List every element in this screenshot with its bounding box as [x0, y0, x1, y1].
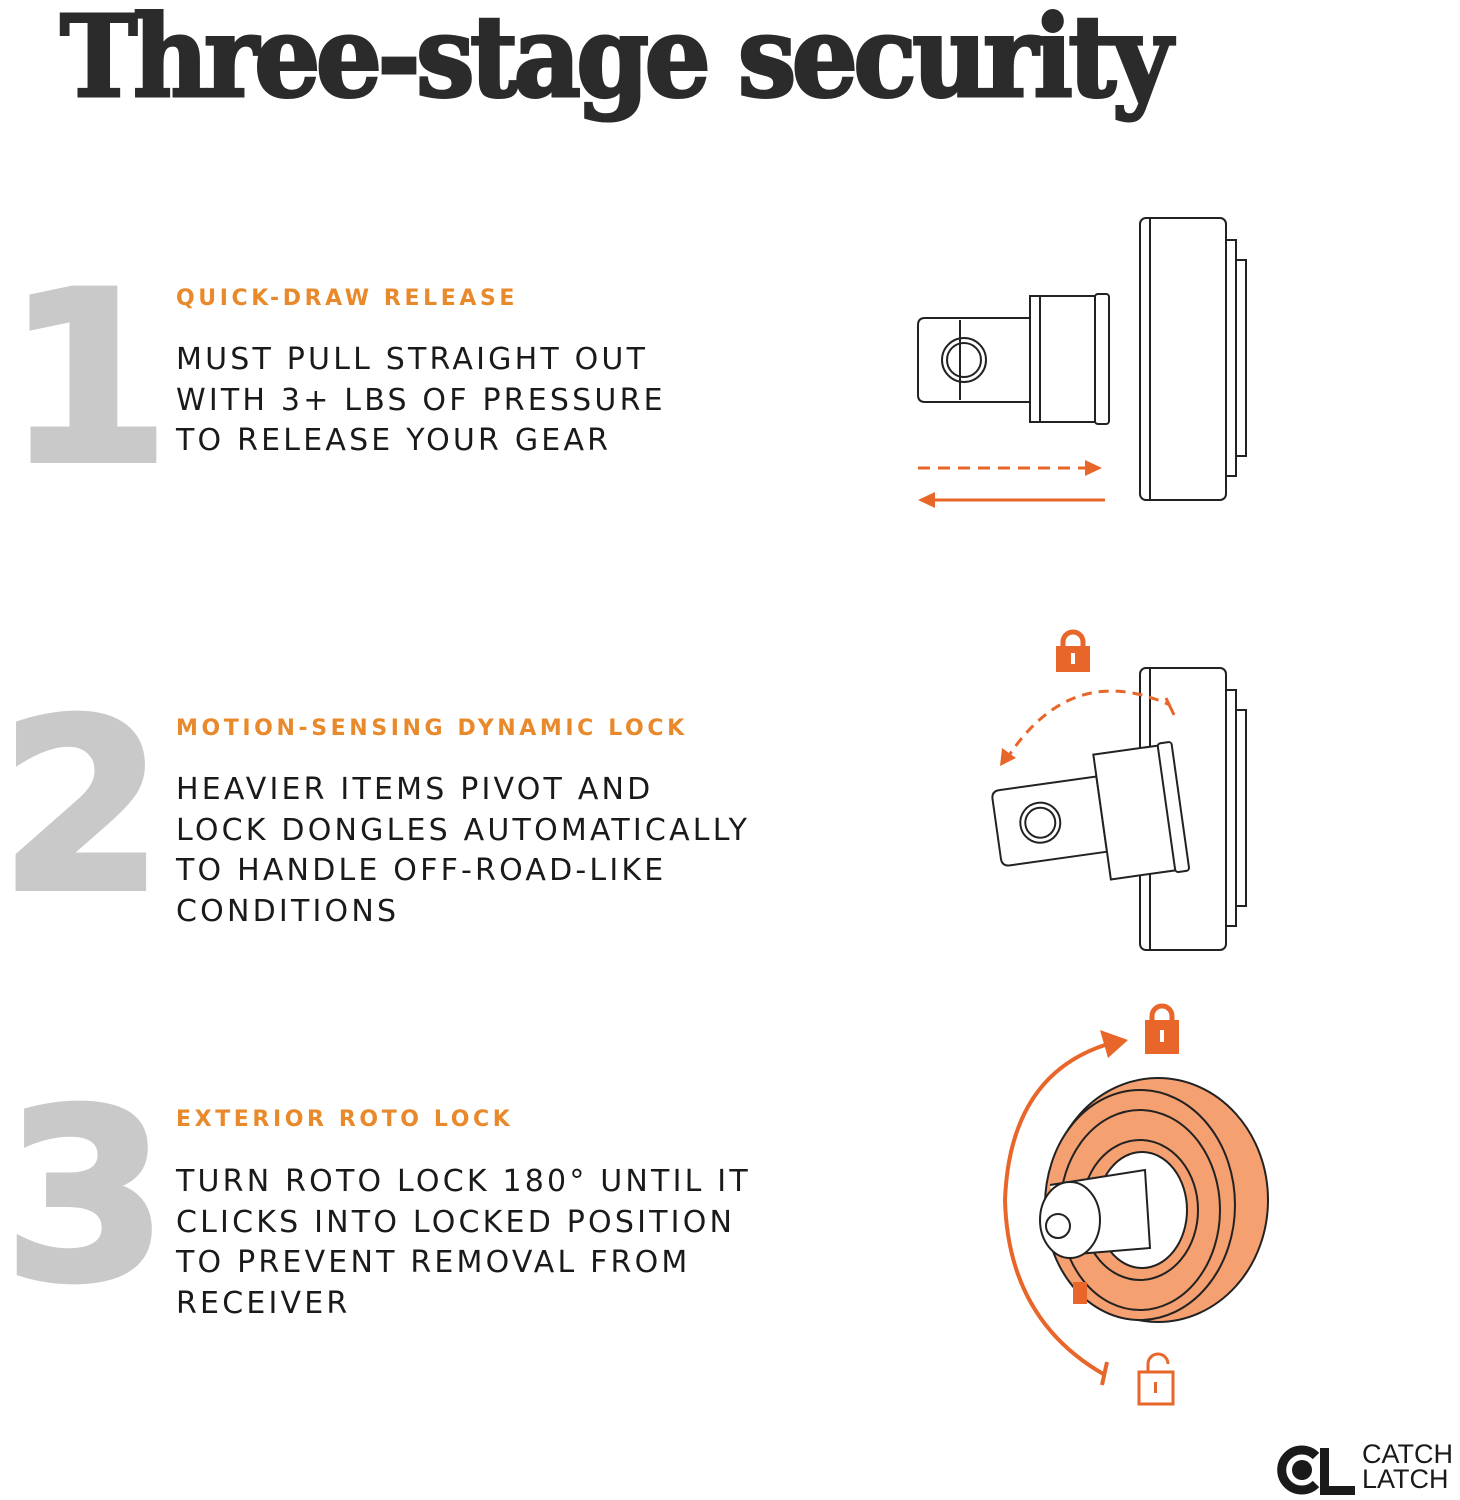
stage-number-3: 3	[1, 1061, 170, 1334]
description-line: HEAVIER ITEMS PIVOT AND	[176, 772, 654, 807]
description-line: TO HANDLE OFF-ROAD-LIKE	[176, 853, 667, 889]
cl-logo-mark	[1277, 1445, 1355, 1495]
description-line: MUST PULL STRAIGHT OUT	[176, 342, 649, 377]
stage-2-heading: MOTION-SENSING DYNAMIC LOCK	[176, 716, 688, 741]
stage-number-1: 1	[3, 243, 172, 516]
roto-lock-illustration	[1002, 1003, 1269, 1406]
stage-number-2: 2	[0, 671, 167, 944]
unlocked-padlock-icon	[1137, 1352, 1175, 1406]
description-line: TO PREVENT REMOVAL FROM	[176, 1245, 691, 1281]
page-title: Three-stage security	[59, 0, 1174, 125]
description-line: CONDITIONS	[176, 894, 400, 930]
description-line: RECEIVER	[176, 1286, 351, 1322]
description-line: TO RELEASE YOUR GEAR	[176, 423, 612, 459]
dynamic-lock-illustration	[991, 629, 1247, 951]
stage-1-description: MUST PULL STRAIGHT OUT WITH 3+ LBS OF PR…	[176, 340, 666, 462]
stage-1-heading: QUICK-DRAW RELEASE	[176, 286, 519, 311]
description-line: WITH 3+ LBS OF PRESSURE	[176, 382, 666, 418]
stage-2-description: HEAVIER ITEMS PIVOT AND LOCK DONGLES AUT…	[176, 770, 750, 933]
description-line: LOCK DONGLES AUTOMATICALLY	[176, 812, 751, 848]
logo-line-2: LATCH	[1362, 1464, 1449, 1494]
stage-3-description: TURN ROTO LOCK 180° UNTIL IT CLICKS INTO…	[176, 1162, 751, 1325]
quick-draw-illustration	[917, 217, 1247, 508]
description-line: TURN ROTO LOCK 180° UNTIL IT	[176, 1164, 751, 1199]
logo-text: CATCH LATCH	[1362, 1439, 1453, 1494]
description-line: CLICKS INTO LOCKED POSITION	[176, 1204, 736, 1240]
locked-padlock-icon	[1056, 629, 1090, 672]
logo-line-1: CATCH	[1362, 1439, 1453, 1469]
stage-3-heading: EXTERIOR ROTO LOCK	[176, 1107, 514, 1132]
locked-padlock-icon	[1145, 1003, 1179, 1054]
catch-latch-logo: CATCH LATCH	[1276, 1440, 1460, 1498]
